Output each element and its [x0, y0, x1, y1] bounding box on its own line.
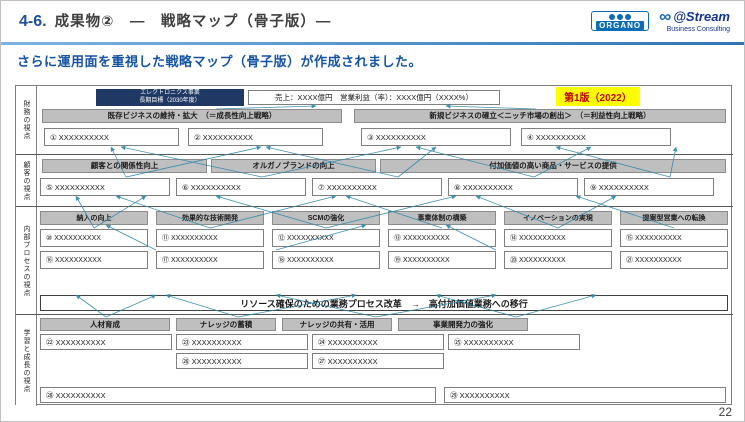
strategy-box-3: ③ XXXXXXXXXX [361, 128, 511, 146]
band-customer: 顧客の視点 顧客との関係性向上 オルガノブランドの向上 付加価値の高い商品・サー… [16, 154, 733, 206]
band-internal-process: 内部プロセスの視点 納入の向上 効果的な技術開発 SCMの強化 事業体制の構築 … [16, 206, 733, 314]
organo-logo-text: ORGANO [596, 20, 645, 30]
learning-header-3: ナレッジの共有・活用 [282, 318, 392, 331]
perspective-label-learning: 学習と成長の視点 [16, 315, 37, 406]
logo-area: ORGANO ∞ @Stream Business Consulting [591, 8, 730, 33]
internal-header-4: 事業体制の構築 [388, 211, 496, 225]
customer-header-3: 付加価値の高い商品・サービスの提供 [380, 159, 726, 173]
strategy-box-20: ⑳ XXXXXXXXXX [504, 251, 612, 269]
process-reform-bar: リソース確保のための業務プロセス改革 → 高付加価値業務への移行 [40, 295, 728, 311]
strategy-box-24: ㉔ XXXXXXXXXX [312, 334, 444, 350]
strategy-box-8: ⑧ XXXXXXXXXX [448, 178, 578, 196]
goal-kpi-box: 売上：XXXX億円 営業利益（率）：XXXX億円（XXXX%） [248, 90, 500, 105]
customer-header-2: オルガノブランドの向上 [211, 159, 376, 173]
strategy-box-17: ⑰ XXXXXXXXXX [156, 251, 264, 269]
strategy-box-1: ① XXXXXXXXXX [44, 128, 179, 146]
strategy-box-5: ⑤ XXXXXXXXXX [40, 178, 170, 196]
perspective-label-customer: 顧客の視点 [16, 155, 37, 206]
version-badge: 第1版（2022） [556, 87, 640, 106]
internal-header-3: SCMの強化 [272, 211, 380, 225]
slide-header: 4-6. 成果物② ― 戦略マップ（骨子版）― [19, 10, 331, 31]
strategy-box-26: ㉖ XXXXXXXXXX [176, 353, 308, 369]
internal-header-6: 提案型営業への転換 [620, 211, 728, 225]
learning-header-2: ナレッジの蓄積 [176, 318, 276, 331]
financial-group1-header: 既存ビジネスの維持・拡大 （＝成長性向上戦略） [42, 109, 342, 123]
strategy-box-18: ⑱ XXXXXXXXXX [272, 251, 380, 269]
strategy-box-7: ⑦ XXXXXXXXXX [312, 178, 442, 196]
learning-header-1: 人材育成 [40, 318, 170, 331]
strategy-box-14: ⑭ XXXXXXXXXX [504, 229, 612, 247]
stream-logo: ∞ @Stream Business Consulting [659, 8, 730, 33]
strategy-box-22: ㉒ XXXXXXXXXX [40, 334, 172, 350]
band-learning-growth: 学習と成長の視点 人材育成 ナレッジの蓄積 ナレッジの共有・活用 事業開発力の強… [16, 314, 733, 406]
stream-logo-text: @Stream [673, 9, 730, 25]
strategy-box-23: ㉓ XXXXXXXXXX [176, 334, 308, 350]
slide-subtitle: さらに運用面を重視した戦略マップ（骨子版）が作成されました。 [17, 54, 423, 69]
strategy-box-21: ㉑ XXXXXXXXXX [620, 251, 728, 269]
strategy-box-10: ⑩ XXXXXXXXXX [40, 229, 148, 247]
customer-header-1: 顧客との関係性向上 [42, 159, 207, 173]
strategy-box-27: ㉗ XXXXXXXXXX [312, 353, 444, 369]
strategy-box-2: ② XXXXXXXXXX [188, 128, 323, 146]
page-title: 成果物② ― 戦略マップ（骨子版）― [54, 14, 332, 30]
strategy-box-12: ⑫ XXXXXXXXXX [272, 229, 380, 247]
strategy-box-4: ④ XXXXXXXXXX [521, 128, 671, 146]
goal-business-box: エレクトロニクス事業 長期目標（2030年度） [96, 89, 244, 106]
strategy-box-25: ㉕ XXXXXXXXXX [448, 334, 580, 350]
strategy-box-9: ⑨ XXXXXXXXXX [584, 178, 714, 196]
internal-header-2: 効果的な技術開発 [156, 211, 264, 225]
organo-logo: ORGANO [591, 10, 650, 31]
learning-header-4: 事業開発力の強化 [398, 318, 528, 331]
strategy-box-13: ⑬ XXXXXXXXXX [388, 229, 496, 247]
header-divider [1, 42, 744, 45]
infinity-icon: ∞ [659, 7, 672, 26]
strategy-map: 財務の視点 エレクトロニクス事業 長期目標（2030年度） 売上：XXXX億円 … [15, 85, 733, 406]
internal-header-5: イノベーションの実現 [504, 211, 612, 225]
strategy-box-29: ㉙ XXXXXXXXXX [444, 387, 726, 403]
strategy-box-16: ⑯ XXXXXXXXXX [40, 251, 148, 269]
strategy-box-11: ⑪ XXXXXXXXXX [156, 229, 264, 247]
goal-business-line2: 長期目標（2030年度） [139, 97, 201, 104]
section-number: 4-6. [19, 13, 47, 30]
organo-dots-icon [596, 13, 644, 20]
strategy-box-6: ⑥ XXXXXXXXXX [176, 178, 306, 196]
strategy-box-28: ㉘ XXXXXXXXXX [40, 387, 436, 403]
band-financial: 財務の視点 エレクトロニクス事業 長期目標（2030年度） 売上：XXXX億円 … [16, 86, 733, 154]
strategy-box-19: ⑲ XXXXXXXXXX [388, 251, 496, 269]
page-number: 22 [718, 405, 732, 419]
stream-logo-subtitle: Business Consulting [666, 25, 730, 33]
goal-business-line1: エレクトロニクス事業 [140, 90, 200, 96]
strategy-box-15: ⑮ XXXXXXXXXX [620, 229, 728, 247]
perspective-label-internal: 内部プロセスの視点 [16, 207, 37, 314]
financial-group2-header: 新規ビジネスの確立＜ニッチ市場の創出＞ （＝利益性向上戦略） [354, 109, 726, 123]
internal-header-1: 納入の向上 [40, 211, 148, 225]
perspective-label-financial: 財務の視点 [16, 86, 37, 154]
